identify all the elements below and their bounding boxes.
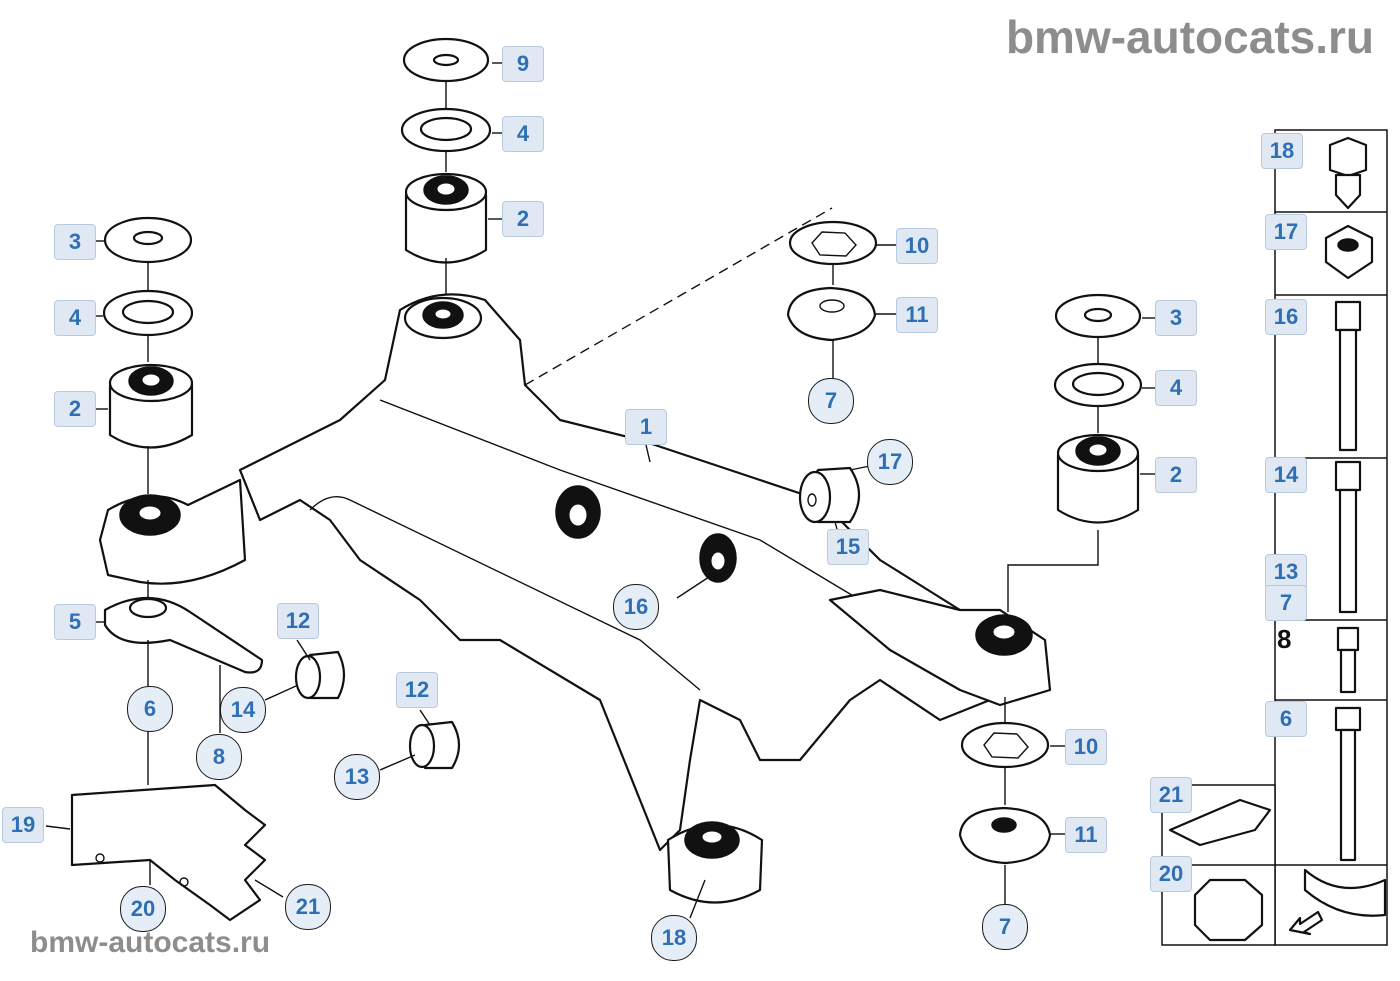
callout-20[interactable]: 20 bbox=[1150, 856, 1192, 892]
panel-label-8: 8 bbox=[1277, 624, 1292, 654]
callout-9[interactable]: 9 bbox=[502, 46, 544, 82]
mount-arm-left bbox=[98, 478, 247, 585]
callout-8[interactable]: 8 bbox=[196, 734, 242, 780]
bushing-12-lower bbox=[408, 720, 461, 770]
callout-2[interactable]: 2 bbox=[54, 391, 96, 427]
callout-3[interactable]: 3 bbox=[1155, 300, 1197, 336]
callout-10[interactable]: 10 bbox=[1065, 729, 1107, 765]
callout-2[interactable]: 2 bbox=[502, 201, 544, 237]
callout-1[interactable]: 1 bbox=[625, 409, 667, 445]
callout-20[interactable]: 20 bbox=[120, 886, 166, 932]
bushing-12-upper bbox=[294, 650, 346, 700]
bracket-5 bbox=[103, 596, 264, 674]
heat-shield-19 bbox=[70, 783, 267, 922]
callout-17[interactable]: 17 bbox=[867, 439, 913, 485]
callout-12[interactable]: 12 bbox=[396, 672, 438, 708]
callout-16[interactable]: 16 bbox=[1265, 299, 1307, 335]
subframe-1 bbox=[238, 293, 1052, 904]
callout-4[interactable]: 4 bbox=[502, 116, 544, 152]
callout-3[interactable]: 3 bbox=[54, 224, 96, 260]
callout-12[interactable]: 12 bbox=[277, 603, 319, 639]
washer-4-top bbox=[400, 107, 492, 153]
callout-6[interactable]: 6 bbox=[127, 686, 173, 732]
callout-18[interactable]: 18 bbox=[651, 915, 697, 961]
watermark-bottom: bmw-autocats.ru bbox=[30, 926, 271, 959]
callout-7[interactable]: 7 bbox=[1265, 585, 1307, 621]
callout-6[interactable]: 6 bbox=[1265, 701, 1307, 737]
nut-plate-11-lower bbox=[958, 806, 1052, 865]
bushing-2-left bbox=[108, 363, 194, 449]
callout-4[interactable]: 4 bbox=[1155, 370, 1197, 406]
nut-plate-11-upper bbox=[786, 286, 877, 342]
nut-plate-10-upper bbox=[788, 220, 878, 266]
callout-14[interactable]: 14 bbox=[1265, 457, 1307, 493]
bushing-2-right bbox=[1056, 433, 1140, 524]
watermark-top: bmw-autocats.ru bbox=[1005, 11, 1374, 63]
callout-21[interactable]: 21 bbox=[285, 884, 331, 930]
callout-7[interactable]: 7 bbox=[808, 378, 854, 424]
callout-19[interactable]: 19 bbox=[2, 807, 44, 843]
callout-5[interactable]: 5 bbox=[54, 604, 96, 640]
bushing-2-top bbox=[404, 172, 488, 264]
bushing-15 bbox=[798, 466, 861, 524]
callout-21[interactable]: 21 bbox=[1150, 777, 1192, 813]
callout-14[interactable]: 14 bbox=[220, 687, 266, 733]
callout-18[interactable]: 18 bbox=[1261, 133, 1303, 169]
fastener-panel bbox=[1161, 129, 1388, 946]
callout-7[interactable]: 7 bbox=[982, 904, 1028, 950]
callout-17[interactable]: 17 bbox=[1265, 214, 1307, 250]
callout-15[interactable]: 15 bbox=[827, 529, 869, 565]
callout-16[interactable]: 16 bbox=[613, 584, 659, 630]
nut-plate-10-lower bbox=[960, 721, 1050, 769]
callout-10[interactable]: 10 bbox=[896, 228, 938, 264]
callout-2[interactable]: 2 bbox=[1155, 457, 1197, 493]
callout-13[interactable]: 13 bbox=[334, 754, 380, 800]
callout-11[interactable]: 11 bbox=[1065, 817, 1107, 853]
washer-9 bbox=[402, 37, 490, 83]
callout-11[interactable]: 11 bbox=[896, 297, 938, 333]
washer-3-right bbox=[1054, 293, 1142, 339]
washer-4-left bbox=[102, 289, 194, 337]
washer-3-left bbox=[103, 216, 193, 264]
callout-4[interactable]: 4 bbox=[54, 300, 96, 336]
washer-4-right bbox=[1053, 362, 1143, 408]
